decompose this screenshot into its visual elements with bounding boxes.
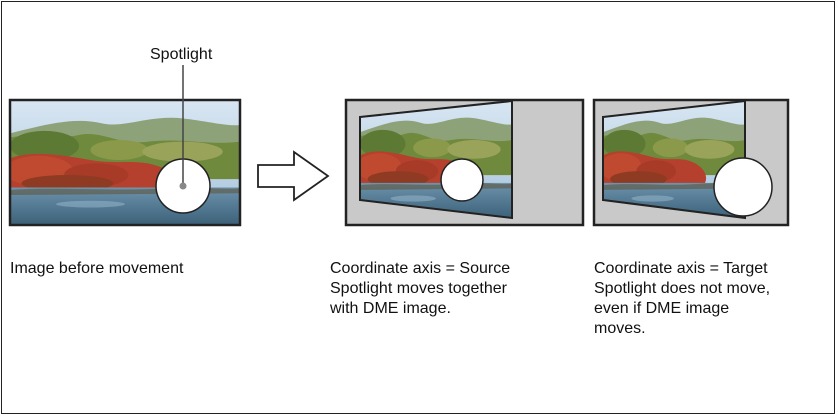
caption-target-desc: Spotlight does not move, even if DME ima…	[594, 280, 771, 337]
caption-source: Coordinate axis = Source Spotlight moves…	[330, 259, 510, 319]
spotlight-circle	[440, 158, 484, 202]
spotlight-callout-dot	[179, 182, 187, 190]
spotlight-label: Spotlight	[150, 46, 213, 63]
caption-source-title: Coordinate axis = Source	[330, 260, 511, 277]
caption-target-title: Coordinate axis = Target	[594, 260, 768, 277]
arrow-icon	[257, 150, 330, 202]
source-axis-panel	[344, 98, 585, 227]
caption-source-desc: Spotlight moves together with DME image.	[330, 280, 507, 317]
image-before-movement	[8, 65, 242, 227]
spotlight-circle	[713, 157, 773, 217]
caption-target: Coordinate axis = Target Spotlight does …	[594, 259, 770, 339]
target-axis-panel	[592, 98, 790, 227]
caption-before: Image before movement	[10, 260, 184, 277]
